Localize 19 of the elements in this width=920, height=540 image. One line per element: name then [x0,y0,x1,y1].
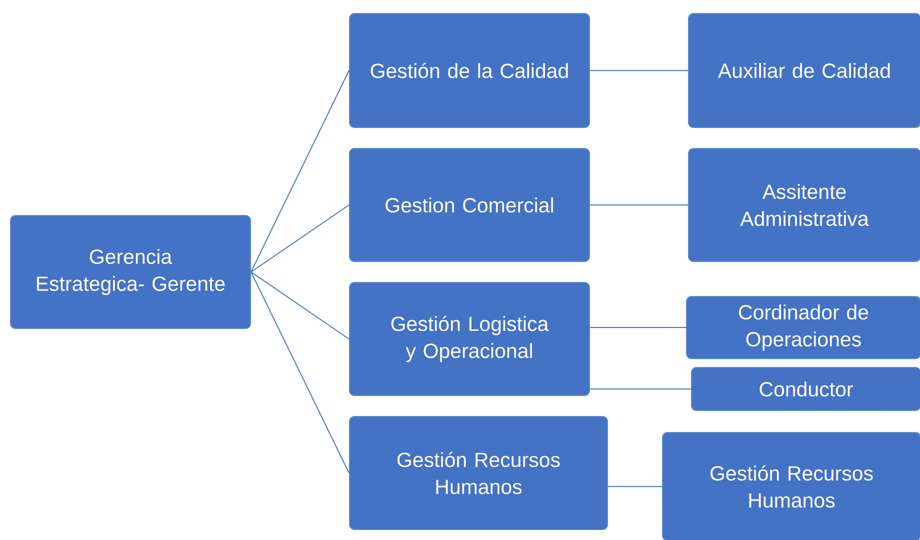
org-box: Gestión de la Calidad [349,13,590,128]
org-box: Gerencia Estrategica- Gerente [10,215,251,329]
connector-line [250,204,350,272]
connector-line [590,388,692,390]
connector-line [608,486,662,487]
connector-line [250,70,350,272]
org-box: Conductor [691,367,920,411]
org-box: Gestión Recursos Humanos [349,416,608,530]
org-box: Gestion Comercial [349,148,590,262]
org-box: Gestión Logistica y Operacional [349,282,590,396]
connector-line [590,204,688,206]
connector-line [250,272,350,474]
org-box: Gestión Recursos Humanos [662,432,920,540]
connector-line [590,327,686,328]
org-box: Auxiliar de Calidad [688,13,920,128]
connector-line [590,70,688,71]
org-box: Cordinador de Operaciones [686,296,920,360]
org-box: Assitente Administrativa [688,148,920,262]
connector-line [250,272,350,340]
